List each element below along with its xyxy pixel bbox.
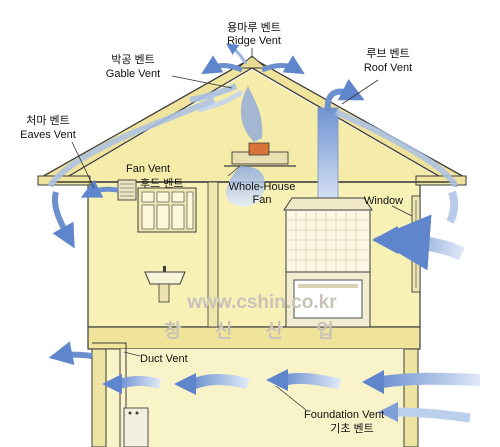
crawl-flow-lower: [395, 407, 471, 423]
eave-left: [37, 175, 91, 186]
window-intake-arrow: [373, 214, 466, 271]
eaves-arrow-right-down: [446, 190, 459, 224]
partition-wall: [207, 181, 219, 328]
gable-vent-label-ko: 박공 벤트: [111, 53, 155, 66]
ridge-vent-arrow-up-left: [226, 43, 248, 65]
roof-vent-stack: [317, 107, 339, 201]
crawl-flow-2: [284, 372, 342, 390]
foundation-vent-label-ko: 기초 벤트: [330, 422, 374, 435]
crawl-head-4: [102, 374, 122, 394]
whole-house-fan-label-1: Whole-House: [229, 181, 296, 193]
roof-vent-arrow: [324, 78, 365, 111]
window-intake-head: [372, 226, 398, 254]
fan-air-up: [240, 86, 263, 142]
kitchen-cabinet: [137, 187, 197, 233]
crawl-head-1: [362, 370, 384, 394]
foundation-wall-left: [91, 348, 107, 447]
eaves-arrow-left-down: [52, 191, 75, 249]
roof-vent-label-en: Roof Vent: [364, 62, 412, 74]
crawl-head-3: [174, 373, 196, 395]
foundation-wall-right: [403, 348, 419, 447]
crawl-flow-4: [118, 376, 162, 389]
whole-house-fan: [224, 142, 296, 167]
ridge-vent-arrow-left: [201, 55, 243, 75]
foundation-vent-label-en: Foundation Vent: [304, 409, 384, 421]
gable-flow-1: [189, 83, 238, 103]
crawl-head-2: [266, 369, 288, 391]
crawl-flow-3: [191, 374, 250, 390]
roof-vent-label-ko: 루브 벤트: [366, 47, 410, 60]
duct-vent-label: Duct Vent: [140, 353, 188, 365]
crawl-flow-1: [381, 372, 481, 388]
eaves-flow-right: [334, 109, 459, 188]
watermark-url: www.cshin.co.kr: [186, 292, 337, 313]
eave-right: [415, 175, 467, 186]
crawlspace-appliance: [123, 407, 149, 447]
window-label: Window: [364, 195, 403, 207]
bathroom-sink: [144, 266, 186, 303]
watermark-company: 창 신 산 업: [164, 320, 348, 342]
ridge-vent-label-en: Ridge Vent: [227, 35, 281, 47]
fan-air-cone: [225, 166, 265, 207]
ridge-vent-label-ko: 용마루 벤트: [227, 21, 281, 34]
whole-house-fan-label-2: Fan: [253, 194, 272, 206]
gable-vent-label-en: Gable Vent: [106, 68, 160, 80]
eaves-flow-left: [47, 97, 216, 188]
oven-range: [283, 197, 373, 328]
fan-vent-arrow: [80, 179, 119, 198]
eaves-vent-label-en: Eaves Vent: [20, 129, 76, 141]
eaves-vent-label-ko: 처마 벤트: [26, 114, 70, 127]
fan-vent-label-ko: 후드 벤트: [140, 177, 184, 190]
fan-vent-label-en: Fan Vent: [126, 163, 170, 175]
gable-flow-2: [197, 89, 244, 113]
ridge-vent-arrow-right: [261, 55, 305, 75]
leader-lines: [71, 48, 413, 411]
crawl-head-lower: [378, 402, 398, 422]
duct-vent-arrow: [48, 341, 93, 365]
fan-vent-grill: [117, 179, 137, 201]
